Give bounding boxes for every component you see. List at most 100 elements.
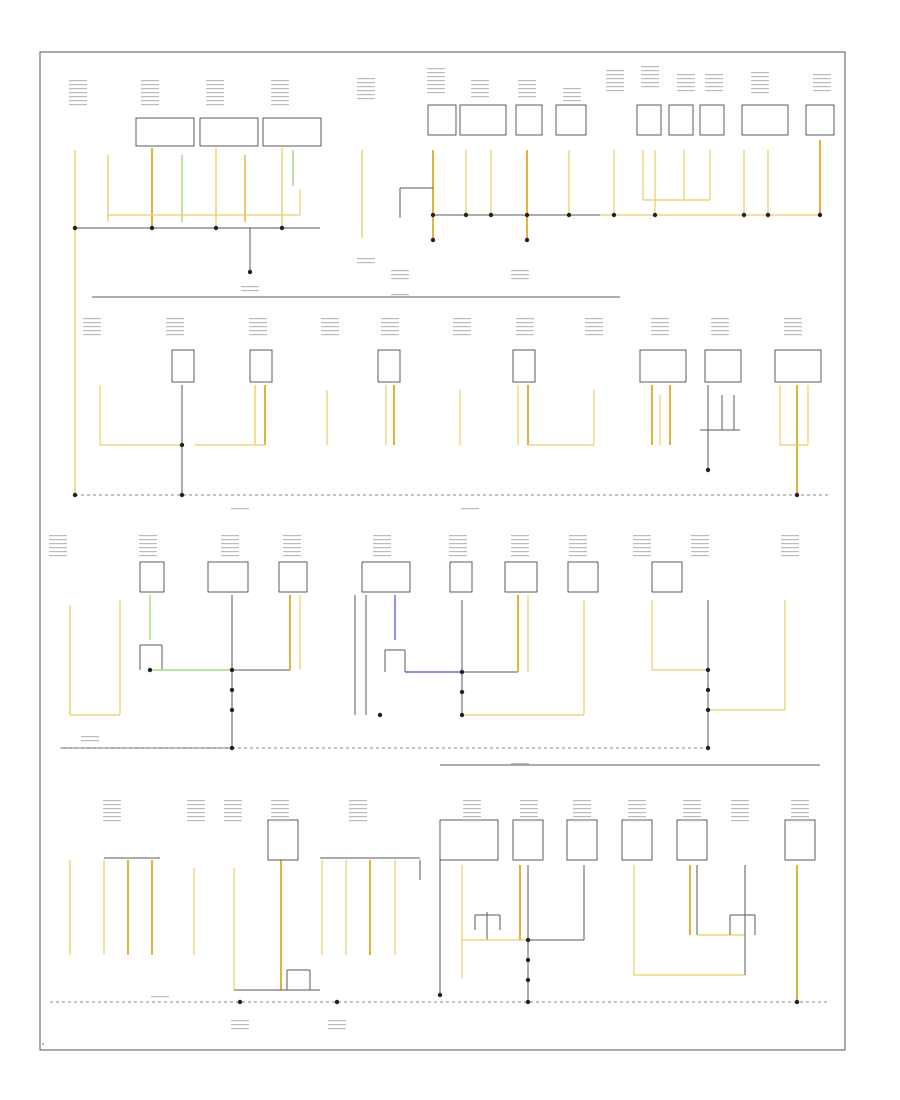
- label-text-line: [651, 334, 669, 336]
- label-text-line: [511, 547, 529, 549]
- component-label: [520, 800, 538, 822]
- component-label: [241, 286, 259, 292]
- splice-point: [179, 442, 185, 448]
- label-text-line: [731, 800, 749, 802]
- component-label: [633, 535, 651, 557]
- label-text-line: [241, 290, 259, 292]
- label-text-line: [641, 86, 659, 88]
- label-text-line: [563, 96, 581, 98]
- label-text-line: [187, 816, 205, 818]
- label-text-line: [563, 92, 581, 94]
- label-text-line: [520, 816, 538, 818]
- component-label: [677, 74, 695, 92]
- component-box: [199, 117, 259, 147]
- label-text-line: [249, 330, 267, 332]
- splice-point: [430, 237, 436, 243]
- label-text-line: [221, 555, 239, 557]
- label-text-line: [573, 820, 591, 822]
- label-text-line: [221, 539, 239, 541]
- label-text-line: [373, 535, 391, 537]
- label-text-line: [283, 539, 301, 541]
- component-box: [504, 561, 538, 593]
- label-text-line: [791, 812, 809, 814]
- label-text-line: [81, 740, 99, 742]
- component-label: [471, 80, 489, 98]
- label-text-line: [628, 800, 646, 802]
- label-text-line: [677, 90, 695, 92]
- splice-point: [566, 212, 572, 218]
- label-text-line: [357, 82, 375, 84]
- label-text-line: [166, 326, 184, 328]
- component-box: [566, 819, 598, 861]
- splice-point: [611, 212, 617, 218]
- label-text-line: [249, 322, 267, 324]
- splice-point: [488, 212, 494, 218]
- label-text-line: [633, 543, 651, 545]
- label-text-line: [391, 278, 409, 280]
- label-text-line: [511, 543, 529, 545]
- label-text-line: [221, 551, 239, 553]
- splice-layer: [72, 212, 823, 1005]
- component-label: [813, 74, 831, 92]
- splice-point: [705, 467, 711, 473]
- label-text-line: [283, 547, 301, 549]
- component-label: [271, 800, 289, 822]
- splice-point: [525, 977, 531, 983]
- label-text-line: [453, 326, 471, 328]
- component-box: [704, 349, 742, 383]
- label-text-line: [206, 80, 224, 82]
- component-box: [567, 561, 599, 593]
- label-text-line: [187, 812, 205, 814]
- label-text-line: [731, 808, 749, 810]
- splice-point: [279, 225, 285, 231]
- label-text-line: [751, 92, 769, 94]
- label-text-line: [141, 88, 159, 90]
- label-text-line: [711, 334, 729, 336]
- splice-point: [72, 225, 78, 231]
- component-label: [511, 763, 529, 765]
- label-text-line: [271, 92, 289, 94]
- label-text-line: [224, 800, 242, 802]
- label-text-line: [373, 543, 391, 545]
- splice-point: [149, 225, 155, 231]
- component-label: [791, 800, 809, 822]
- splice-point: [794, 999, 800, 1005]
- label-text-line: [518, 80, 536, 82]
- label-text-line: [784, 326, 802, 328]
- splice-point: [229, 687, 235, 693]
- label-text-line: [518, 88, 536, 90]
- component-box: [512, 349, 536, 383]
- label-layer: [49, 66, 831, 1030]
- component-box: [699, 104, 725, 136]
- label-text-line: [751, 84, 769, 86]
- component-label: [231, 508, 249, 510]
- label-text-line: [271, 88, 289, 90]
- label-text-line: [731, 804, 749, 806]
- label-text-line: [449, 535, 467, 537]
- label-text-line: [373, 551, 391, 553]
- splice-point: [229, 707, 235, 713]
- label-text-line: [453, 322, 471, 324]
- label-text-line: [511, 270, 529, 272]
- component-label: [221, 535, 239, 557]
- label-text-line: [453, 334, 471, 336]
- component-label: [391, 294, 409, 296]
- splice-point: [430, 212, 436, 218]
- splice-point: [459, 669, 465, 675]
- label-text-line: [516, 330, 534, 332]
- label-text-line: [683, 820, 701, 822]
- label-text-line: [224, 820, 242, 822]
- label-text-line: [81, 736, 99, 738]
- label-text-line: [349, 820, 367, 822]
- component-layer: [135, 104, 835, 861]
- label-text-line: [784, 334, 802, 336]
- label-text-line: [683, 808, 701, 810]
- label-text-line: [166, 334, 184, 336]
- component-label: [518, 80, 536, 98]
- label-text-line: [516, 334, 534, 336]
- splice-point: [705, 667, 711, 673]
- label-text-line: [206, 84, 224, 86]
- splice-point: [741, 212, 747, 218]
- label-text-line: [463, 800, 481, 802]
